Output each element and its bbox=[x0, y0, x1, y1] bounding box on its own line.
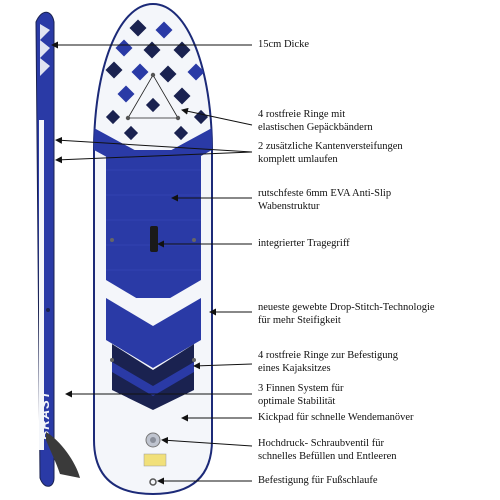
tail-blue-chevron bbox=[106, 298, 201, 368]
callout-leash-ring: Befestigung für Fußschlaufe bbox=[258, 475, 378, 488]
callout-line: Kickpad für schnelle Wendemanöver bbox=[258, 412, 414, 423]
callout-thickness: 15cm Dicke bbox=[258, 39, 309, 52]
callout-line: 4 rostfreie Ringe zur Befestigung bbox=[258, 350, 398, 361]
callout-line: für mehr Steifigkeit bbox=[258, 314, 341, 326]
callout-line: elastischen Gepäckbändern bbox=[258, 121, 373, 133]
callout-line: 2 zusätzliche Kantenversteifungen bbox=[258, 141, 403, 152]
arrow-valve bbox=[161, 436, 253, 447]
callout-line: neueste gewebte Drop-Stitch-Technologie bbox=[258, 302, 435, 313]
leash-ring-icon bbox=[149, 478, 157, 486]
carry-handle-icon bbox=[150, 226, 158, 252]
arrow-rails-2 bbox=[55, 151, 253, 164]
side-brand-logo: BRAST bbox=[37, 390, 52, 440]
callout-arrows bbox=[51, 41, 253, 485]
callout-line: 3 Finnen System für bbox=[258, 383, 344, 394]
callout-carry-handle: integrierter Tragegriff bbox=[258, 238, 350, 251]
callout-line: schnelles Befüllen und Entleeren bbox=[258, 450, 397, 462]
callout-fins: 3 Finnen System für optimale Stabilität bbox=[258, 383, 343, 408]
side-rail-white-stripe bbox=[39, 120, 44, 450]
callout-line: Hochdruck- Schraubventil für bbox=[258, 438, 384, 449]
board-side-view: BRAST bbox=[35, 11, 80, 487]
callout-line: optimale Stabilität bbox=[258, 395, 336, 407]
callout-line: Befestigung für Fußschlaufe bbox=[258, 475, 378, 486]
callout-line: komplett umlaufen bbox=[258, 153, 338, 165]
callout-kickpad: Kickpad für schnelle Wendemanöver bbox=[258, 412, 414, 425]
callout-valve: Hochdruck- Schraubventil für schnelles B… bbox=[258, 438, 397, 463]
callout-bungee-rings: 4 rostfreie Ringe mit elastischen Gepäck… bbox=[258, 109, 373, 134]
callout-line: rutschfeste 6mm EVA Anti-Slip bbox=[258, 188, 392, 199]
callout-line: 15cm Dicke bbox=[258, 39, 310, 50]
arrow-kayak-rings bbox=[193, 362, 253, 370]
callout-drop-stitch: neueste gewebte Drop-Stitch-Technologie … bbox=[258, 302, 435, 327]
board-top-view bbox=[93, 2, 213, 496]
deck-pad-white-chevron bbox=[106, 280, 201, 326]
callout-line: 4 rostfreie Ringe mit bbox=[258, 109, 346, 120]
callout-line: integrierter Tragegriff bbox=[258, 238, 350, 249]
callout-line: Wabenstruktur bbox=[258, 200, 320, 212]
kayak-seat-rings bbox=[110, 238, 196, 362]
deck-pad bbox=[106, 150, 201, 410]
side-valve-icon bbox=[46, 308, 50, 312]
callout-deck-pad: rutschfeste 6mm EVA Anti-Slip Wabenstruk… bbox=[258, 188, 391, 213]
warning-label bbox=[143, 453, 167, 467]
side-nose-pattern bbox=[40, 24, 50, 76]
arrow-bungee-rings bbox=[181, 107, 253, 126]
callout-edge-reinforcement: 2 zusätzliche Kantenversteifungen komple… bbox=[258, 141, 403, 166]
callout-kayak-rings: 4 rostfreie Ringe zur Befestigung eines … bbox=[258, 350, 398, 375]
bungee-d-rings bbox=[125, 72, 181, 121]
arrow-rails-1 bbox=[55, 136, 253, 153]
fin-icon bbox=[46, 432, 80, 478]
kickpad-stripe bbox=[112, 362, 194, 396]
callout-line: eines Kajaksitzes bbox=[258, 362, 331, 374]
